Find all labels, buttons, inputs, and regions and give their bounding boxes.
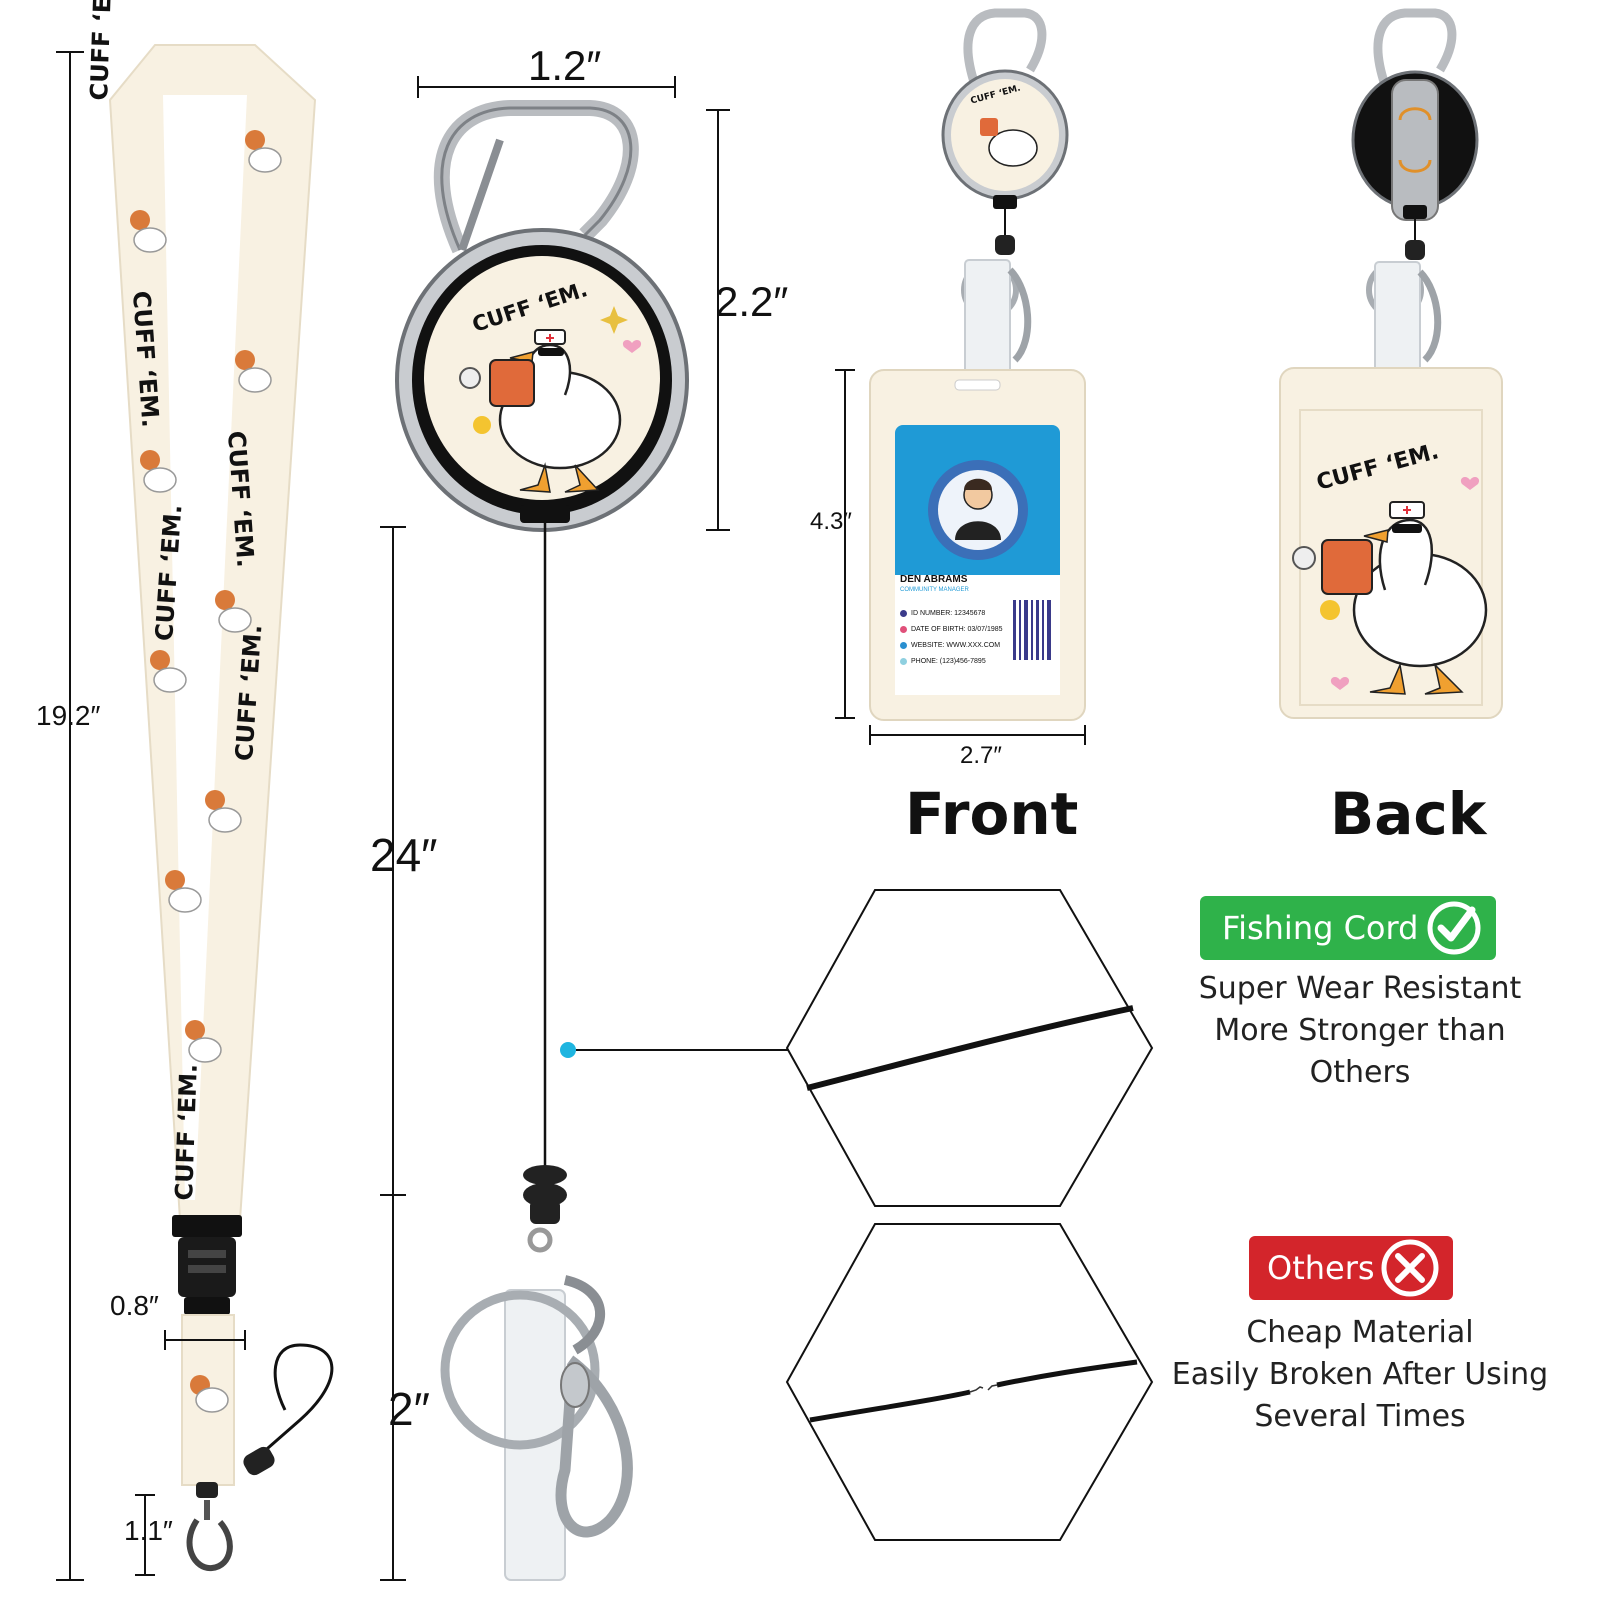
x-circle-icon [1379, 1238, 1441, 1302]
cord-length-label: 24″ [370, 829, 438, 881]
field-dot [900, 641, 907, 649]
others-description: Cheap Material Easily Broken After Using… [1160, 1312, 1560, 1438]
id-card-field: PHONE: (123)456-7895 [900, 653, 1012, 669]
good-line-1: Super Wear Resistant [1198, 971, 1522, 1006]
lanyard: CUFF ‘EM. CUFF ‘EM. CUFF ‘EM. CUFF ‘EM. … [0, 0, 360, 1610]
cord-closeup-good [785, 888, 1155, 1208]
back-view: CUFF ‘EM. Back [1260, 0, 1600, 870]
fishing-cord-badge-label: Fishing Cord [1222, 909, 1419, 947]
field-dot [900, 609, 907, 617]
lanyard-length-label: 19.2″ [36, 700, 101, 731]
fishing-cord-description: Super Wear Resistant More Stronger than … [1160, 968, 1560, 1094]
id-card-field: WEBSITE: WWW.XXX.COM [900, 637, 1012, 653]
reel-height-label: 2.2″ [715, 278, 789, 325]
field-dot [900, 625, 907, 633]
back-reel-illustration [1279, 8, 1503, 719]
bad-line-1: Cheap Material [1246, 1315, 1474, 1350]
bad-line-3: Several Times [1254, 1399, 1466, 1434]
card-width-label: 2.7″ [960, 742, 1002, 769]
lanyard-width-label: 0.8″ [110, 1290, 159, 1321]
front-view: CUFF ‘EM. DEN ABRAMS COMMUNITY MANAGER I… [810, 0, 1150, 870]
back-label: Back [1330, 780, 1487, 848]
others-badge-label: Others [1267, 1249, 1375, 1287]
check-circle-icon [1424, 898, 1484, 962]
reel-width-label: 1.2″ [528, 42, 602, 89]
clasp-length-label: 1.1″ [124, 1515, 173, 1546]
bad-line-2: Easily Broken After Using [1171, 1357, 1549, 1392]
card-height-label: 4.3″ [810, 508, 852, 535]
cord-pointer [560, 1040, 810, 1060]
id-card-name: DEN ABRAMS [900, 574, 968, 585]
id-card-role: COMMUNITY MANAGER [900, 587, 969, 593]
front-reel-illustration [835, 8, 1086, 745]
id-card-field: ID NUMBER: 12345678 [900, 605, 1012, 621]
cord-closeup-bad [785, 1222, 1155, 1542]
lanyard-print-text: CUFF ‘EM. [85, 0, 118, 101]
lanyard-print-text-6: CUFF ‘EM. [170, 1063, 203, 1201]
fishing-cord-badge: Fishing Cord [1200, 896, 1496, 960]
clip-length-label: 2″ [388, 1383, 430, 1435]
badge-reel: CUFF ‘EM. 1.2″ 2.2″ 24″ 2″ [370, 0, 790, 1610]
good-line-2: More Stronger than Others [1214, 1013, 1506, 1090]
others-badge: Others [1249, 1236, 1453, 1300]
field-dot [900, 657, 907, 665]
lanyard-illustration [56, 44, 334, 1581]
id-card-field: DATE OF BIRTH: 03/07/1985 [900, 621, 1012, 637]
front-label: Front [905, 780, 1079, 848]
badge-reel-illustration [380, 76, 730, 1581]
id-card-fields: ID NUMBER: 12345678 DATE OF BIRTH: 03/07… [900, 605, 1012, 669]
